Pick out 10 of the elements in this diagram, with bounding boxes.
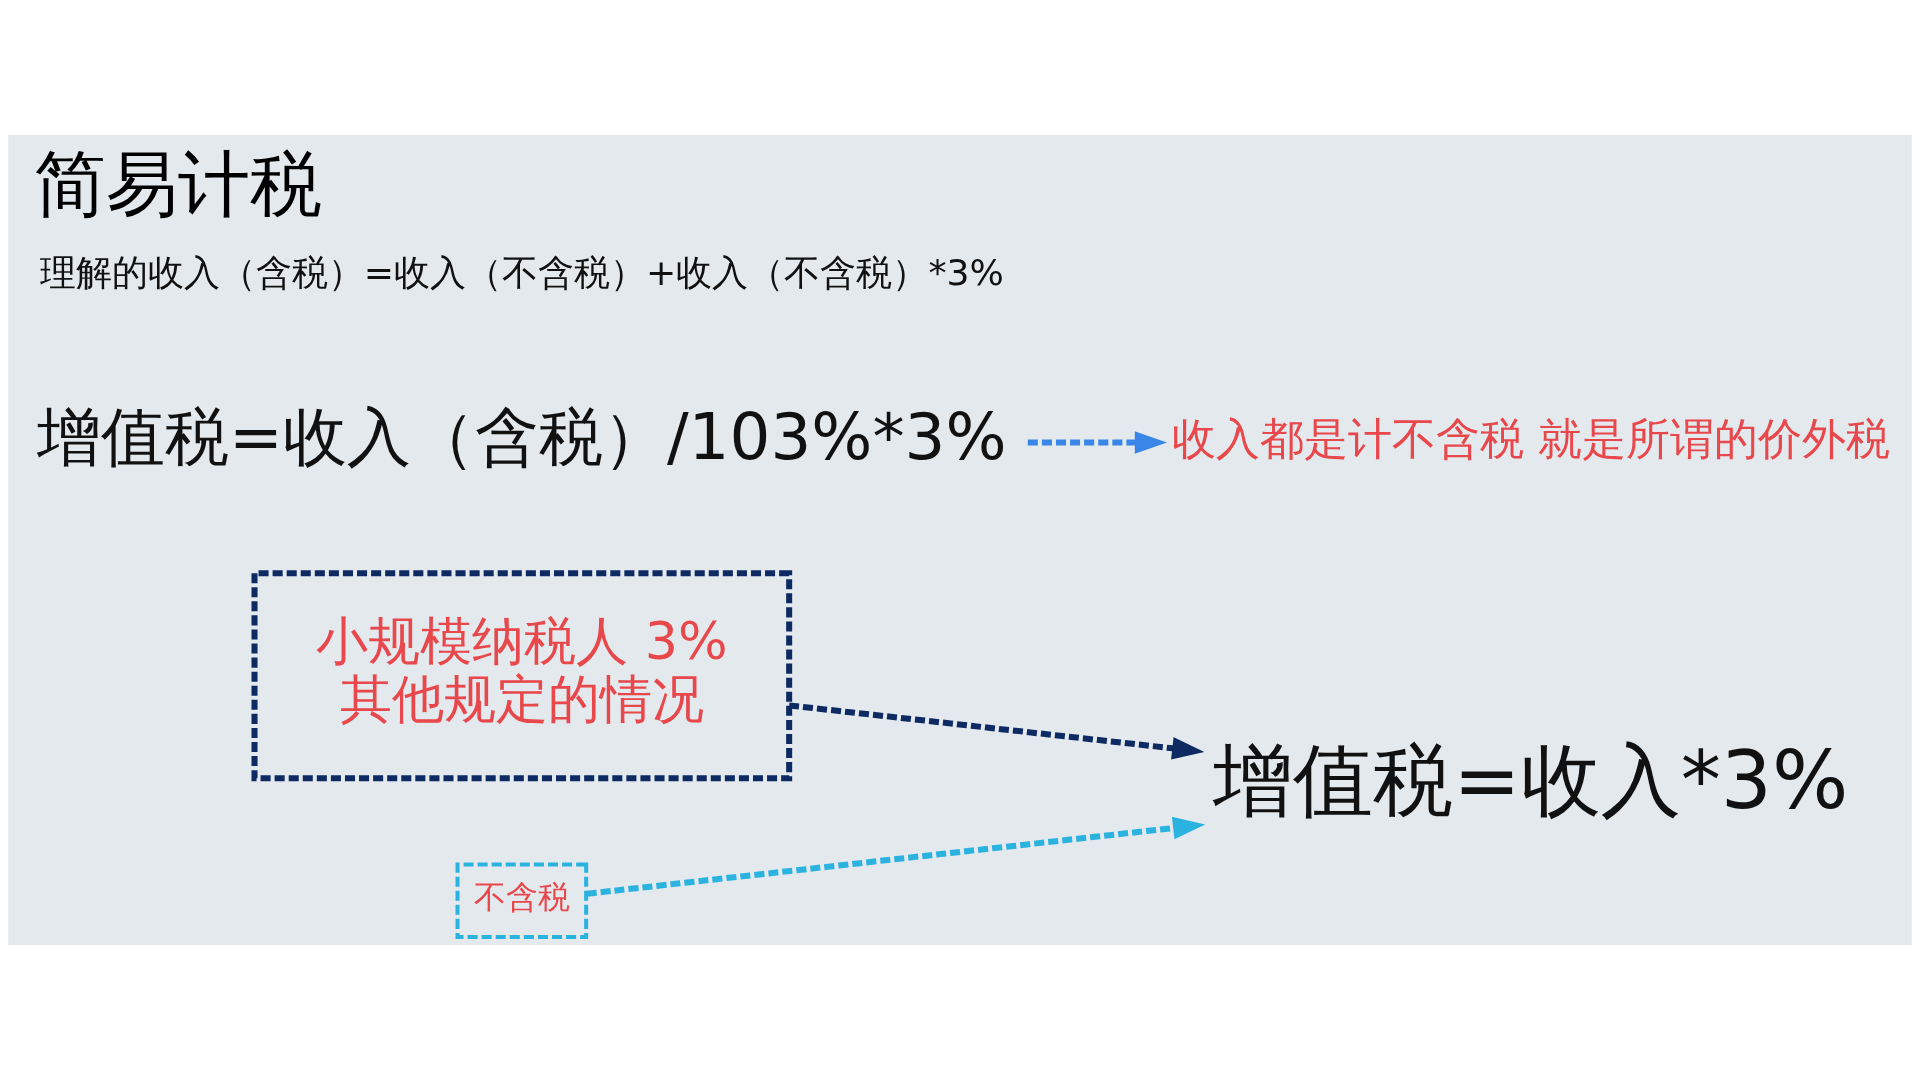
label: 理解的收入（含税）=收入（不含税）+收入（不含税）*3% <box>39 250 1004 294</box>
arrow <box>586 816 1206 897</box>
node-text: 增值税=收入*3% <box>1213 733 1849 828</box>
diagram-title: 简易计税 <box>34 141 323 226</box>
arrow <box>788 702 1205 760</box>
node-box: 小规模纳税人 3% 其他规定的情况 <box>251 570 793 782</box>
node-text: 收入都是计不含税 就是所谓的价外税 <box>1171 412 1890 464</box>
node-text: 增值税=收入（含税）/103%*3% <box>37 398 1007 474</box>
arrow <box>1027 431 1168 454</box>
node-box: 不含税 <box>455 862 589 939</box>
